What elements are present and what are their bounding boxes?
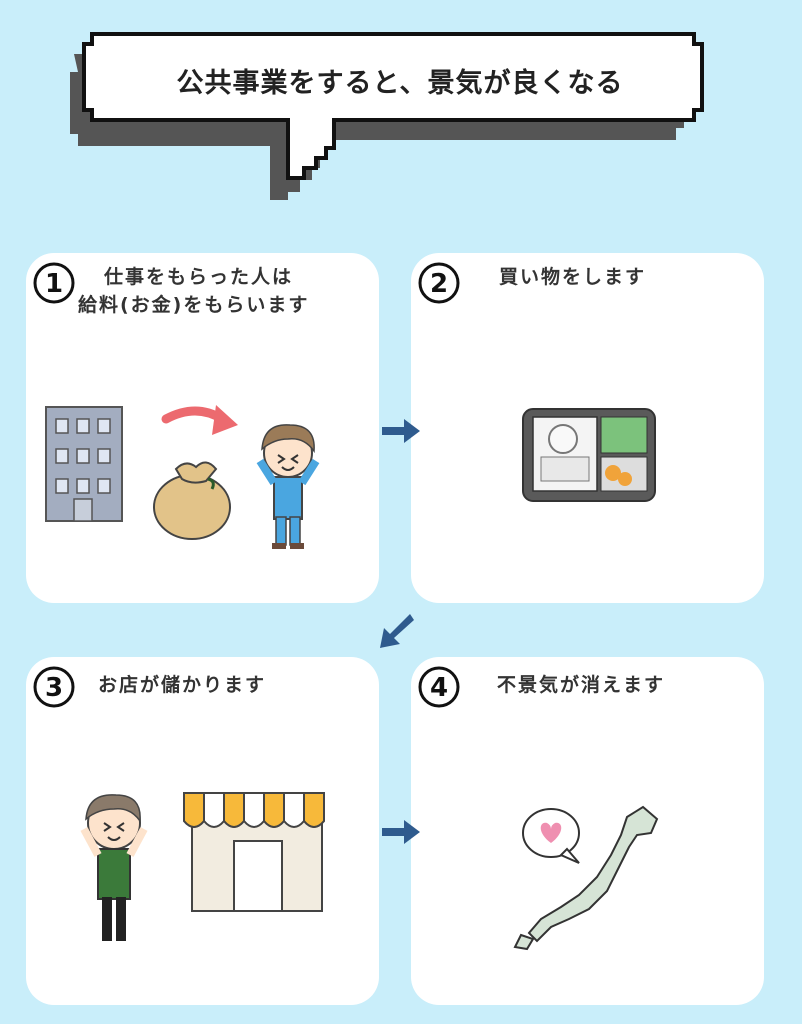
title-bubble: 公共事業をすると、景気が良くなる	[0, 0, 802, 204]
step-number-3: 3	[45, 673, 63, 703]
curved-arrow-icon	[161, 405, 238, 435]
shop-icon	[183, 792, 325, 912]
step-number-badge-3: 3	[33, 666, 75, 708]
money-bag-icon	[153, 461, 231, 540]
bento-box-icon	[522, 408, 656, 502]
office-building-icon	[45, 406, 123, 522]
title-bubble-shape	[70, 32, 704, 204]
step-number-badge-4: 4	[418, 666, 460, 708]
japan-map-icon	[513, 805, 659, 951]
down-left-arrow-icon	[380, 614, 414, 648]
right-arrow-icon	[382, 419, 420, 443]
page-title: 公共事業をすると、景気が良くなる	[176, 67, 624, 99]
step-4-illustration	[513, 805, 659, 951]
step-number-badge-1: 1	[33, 262, 75, 304]
step-2-text: 買い物をします	[499, 266, 647, 288]
right-arrow-icon-2	[382, 820, 420, 844]
step-panel-2: 2 買い物をします	[411, 253, 764, 603]
step-1-text-line1: 仕事をもらった人は	[104, 266, 294, 288]
heart-speech-bubble-icon	[522, 808, 580, 864]
step-1-illustration	[45, 405, 320, 549]
shopkeeper-icon	[80, 794, 148, 941]
step-panel-4: 4 不景気が消えます	[411, 657, 764, 1005]
step-number-4: 4	[430, 673, 448, 703]
person-cheering-icon	[256, 424, 320, 549]
step-2-illustration	[522, 408, 656, 502]
step-number-badge-2: 2	[418, 262, 460, 304]
step-3-text: お店が儲かります	[98, 674, 267, 696]
step-number-1: 1	[45, 269, 63, 299]
step-1-text-line2: 給料(お金)をもらいます	[78, 294, 310, 316]
step-4-text: 不景気が消えます	[497, 674, 666, 696]
step-panel-3: 3 お店が儲かります	[26, 657, 379, 1005]
step-number-2: 2	[430, 269, 448, 299]
step-3-illustration	[80, 792, 325, 941]
step-panel-1: 1 仕事をもらった人は 給料(お金)をもらいます	[26, 253, 379, 603]
